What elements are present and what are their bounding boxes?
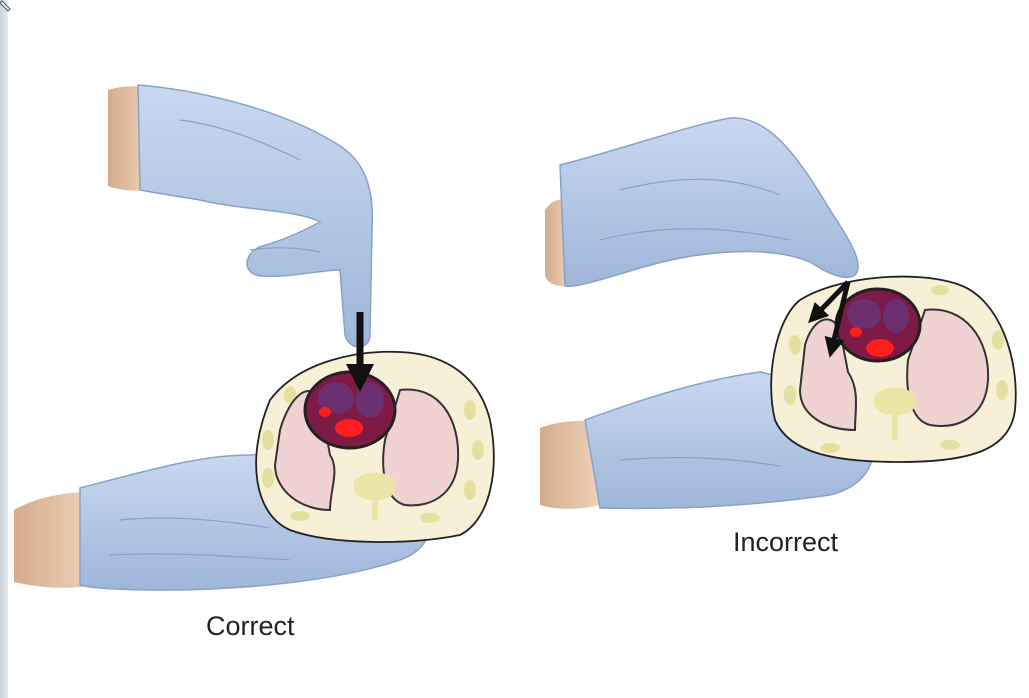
correct-chest-cross-section bbox=[256, 352, 494, 542]
correct-caption: Correct bbox=[206, 611, 295, 642]
correct-scene bbox=[14, 85, 494, 590]
correct-compressing-hand bbox=[108, 85, 372, 347]
incorrect-caption: Incorrect bbox=[733, 527, 838, 558]
incorrect-chest-cross-section bbox=[771, 277, 1016, 462]
incorrect-scene bbox=[540, 118, 1016, 509]
incorrect-compressing-hand bbox=[545, 118, 858, 286]
